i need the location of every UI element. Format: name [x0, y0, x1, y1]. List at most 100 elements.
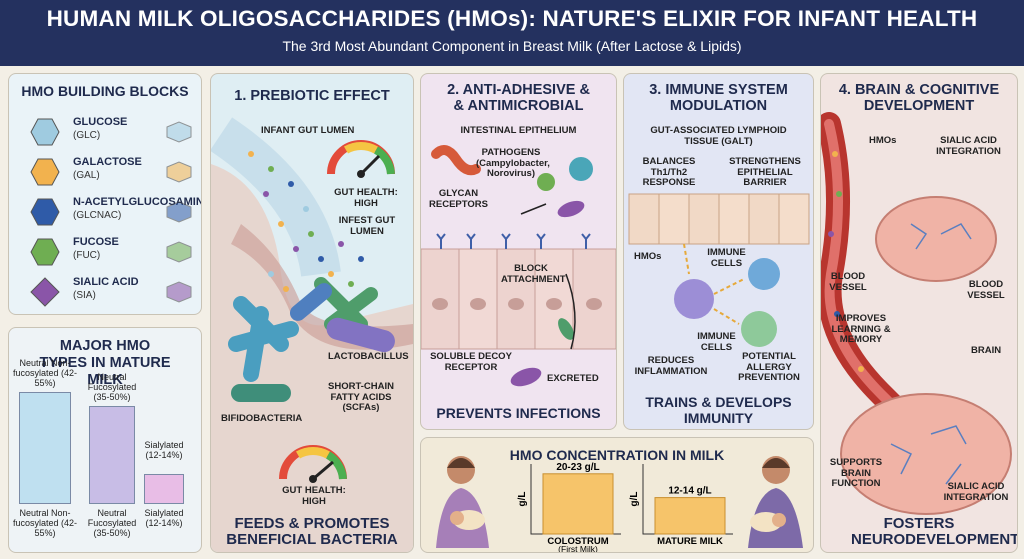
monosaccharide-icon [30, 158, 60, 186]
balances-label: BALANCES Th1/Th2 RESPONSE [642, 156, 696, 188]
structure-icon [166, 241, 192, 263]
allergy-label: POTENTIAL ALLERGY PREVENTION [738, 351, 800, 383]
immune-cell-purple [674, 279, 714, 319]
antiadhesive-illustration [421, 145, 616, 387]
immune-cells-label-1: IMMUNE CELLS [707, 247, 746, 269]
immune-bottom-text: TRAINS & DEVELOPS IMMUNITY [645, 394, 792, 426]
building-blocks-panel: HMO BUILDING BLOCKS GLUCOSE(GLC)GALACTOS… [8, 73, 202, 315]
structure-icon [166, 121, 192, 143]
immune-cell-green [741, 311, 777, 347]
antiadhesive-bottom-text: PREVENTS INFECTIONS [436, 405, 601, 421]
building-block-name: GALACTOSE [73, 156, 142, 168]
bacteria-group [228, 277, 395, 402]
brain-top [875, 196, 997, 282]
monosaccharide-icon [30, 277, 60, 307]
building-block-abbr: (GAL) [73, 170, 100, 181]
bacterium-green [558, 318, 574, 340]
neurons [890, 223, 972, 485]
monosaccharide-icon [30, 198, 60, 226]
immune-hmos-label: HMOs [634, 251, 662, 262]
gut-health-bottom-label: GUT HEALTH: HIGH [282, 485, 346, 507]
brain-bottom [840, 393, 1012, 515]
prebiotic-illustration [211, 117, 413, 552]
blood-left-label: BLOOD VESSEL [829, 271, 867, 293]
building-block-abbr: (FUC) [73, 250, 101, 261]
decoy-label: SOLUBLE DECOY RECEPTOR [430, 351, 512, 373]
supports-label: SUPPORTS BRAIN FUNCTION [829, 457, 883, 489]
building-block-item: FUCOSE (FUC) [29, 234, 199, 274]
galt-label: GUT-ASSOCIATED LYMPHOID TISSUE (GALT) [650, 125, 787, 147]
page-subtitle: The 3rd Most Abundant Component in Breas… [282, 38, 742, 54]
concentration-category-label: COLOSTRUM [547, 536, 608, 547]
page-title: HUMAN MILK OLIGOSACCHARIDES (HMOs): NATU… [46, 6, 978, 31]
immune-illustration [628, 193, 810, 347]
concentration-title: HMO CONCENTRATION IN MILK [509, 447, 725, 463]
reduces-label: REDUCES INFLAMMATION [634, 355, 708, 377]
infest-label: INFEST GUT LUMEN [338, 215, 396, 237]
brain-label: BRAIN [971, 345, 1002, 356]
chart-ylabel: g/L [517, 492, 528, 507]
pathogens-label: PATHOGENS (Campylobacter, Norovirus) [476, 147, 550, 179]
hmo-type-bar [144, 474, 184, 504]
mothers-illustration [436, 456, 803, 548]
structure-icon [166, 281, 192, 303]
hmo-type-bottom-label: Sialylated (12-14%) [144, 508, 184, 528]
hmo-type-top-label: Neutral Non-fucosylated (42-55%) [12, 358, 78, 389]
epithelium-label: INTESTINAL EPITHELIUM [460, 125, 577, 136]
immune-cells-label-2: IMMUNE CELLS [697, 331, 736, 353]
building-block-item: N-ACETYLGLUCOSAMINE(GLCNAC) [29, 194, 201, 234]
antiadhesive-title: 2. ANTI-ADHESIVE & & ANTIMICROBIAL [447, 82, 590, 114]
prebiotic-bottom-text: FEEDS & PROMOTES BENEFICIAL BACTERIA [226, 515, 398, 548]
monosaccharide-icon [30, 118, 60, 146]
block-label: BLOCK ATTACHMENT [501, 263, 566, 285]
concentration-value-label: 20-23 g/L [556, 462, 599, 473]
hmo-types-panel: MAJOR HMO TYPES IN MATURE MILK Neutral N… [8, 327, 202, 553]
sialic-bottom-label: SIALIC ACID INTEGRATION [943, 481, 1009, 503]
brain-title: 4. BRAIN & COGNITIVE DEVELOPMENT [838, 82, 1000, 114]
gauge-bottom [279, 445, 347, 483]
building-block-item: GLUCOSE(GLC) [29, 114, 199, 154]
bacterium-excreted [510, 367, 542, 387]
prebiotic-panel: 1. PREBIOTIC EFFECT [210, 73, 414, 553]
building-block-abbr: (GLCNAC) [73, 210, 122, 221]
concentration-bar [542, 473, 614, 535]
glycan-label: GLYCAN RECEPTORS [429, 188, 488, 210]
immune-title: 3. IMMUNE SYSTEM MODULATION [649, 82, 788, 114]
building-block-name: GLUCOSE [73, 116, 128, 128]
brain-panel: 4. BRAIN & COGNITIVE DEVELOPMENT HMOs SI… [820, 73, 1018, 553]
hmo-type-bottom-label: Neutral Fucosylated (35-50%) [87, 508, 137, 538]
building-block-item: GALACTOSE (GAL) [29, 154, 199, 194]
lactobacillus-label: LACTOBACILLUS [328, 351, 409, 362]
header-banner: HUMAN MILK OLIGOSACCHARIDES (HMOs): NATU… [0, 0, 1024, 66]
virus-green [537, 173, 555, 191]
immune-panel: 3. IMMUNE SYSTEM MODULATION GUT-ASSOCIAT… [623, 73, 814, 430]
galt-tissue [628, 193, 810, 245]
scfa-label: SHORT-CHAIN FATTY ACIDS (SCFAs) [328, 381, 394, 413]
glycan-receptors [436, 233, 591, 249]
hmo-type-bar [89, 406, 135, 504]
prebiotic-title: 1. PREBIOTIC EFFECT [234, 88, 390, 104]
hmo-types-title: MAJOR HMO TYPES IN MATURE MILK [39, 338, 171, 388]
hmo-type-top-label: Neutral Fucosylated (35-50%) [87, 372, 137, 403]
building-block-name: FUCOSE [73, 236, 119, 248]
brain-bottom-text: FOSTERS NEURODEVELOPMENT [851, 515, 1018, 548]
blood-right-label: BLOOD VESSEL [967, 279, 1005, 301]
structure-icon [166, 161, 192, 183]
gauge-top [327, 140, 395, 178]
structure-icon [166, 201, 192, 223]
virus-blue [569, 157, 593, 181]
mother-right [748, 456, 803, 548]
hmo-type-top-label: Sialylated (12-14%) [144, 440, 184, 461]
hmo-type-bar [19, 392, 71, 504]
sialic-top-label: SIALIC ACID INTEGRATION [936, 135, 1001, 157]
brain-illustration [821, 112, 1012, 515]
excreted-label: EXCRETED [547, 373, 599, 384]
concentration-sub-label: (First Milk) [558, 544, 598, 552]
improves-label: IMPROVES LEARNING & MEMORY [831, 313, 891, 345]
building-blocks-title: HMO BUILDING BLOCKS [21, 83, 189, 99]
epithelium-cells [421, 248, 616, 350]
building-block-abbr: (SIA) [73, 290, 96, 301]
bifido-label: BIFIDOBACTERIA [221, 413, 303, 424]
concentration-bar [654, 497, 726, 535]
